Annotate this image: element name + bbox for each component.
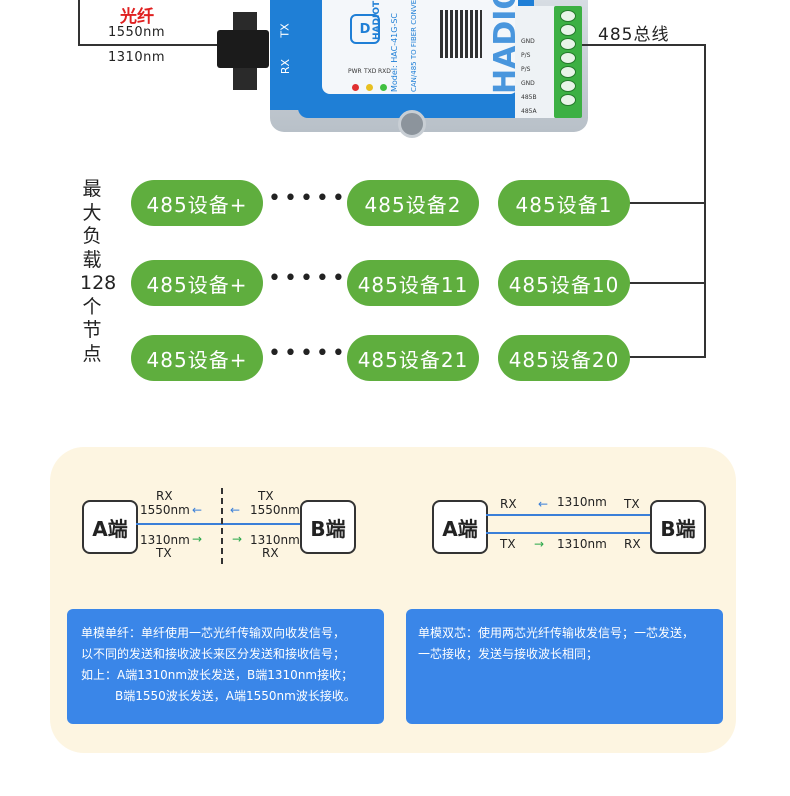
- rx-nm-a: 1550nm: [140, 503, 190, 517]
- brand-logo-icon: D: [350, 14, 380, 44]
- tx-label-a: TX: [156, 546, 172, 560]
- tx-label-b: TX: [258, 489, 274, 503]
- max-nodes-caption: 最大负载128个节点: [80, 178, 117, 365]
- arrow-left-icon: ←: [192, 503, 203, 517]
- wavelength-1310: 1310nm: [108, 50, 165, 65]
- bot-tx-label: TX: [500, 537, 516, 551]
- port-rx-label: RX: [279, 58, 293, 75]
- note-line: 如上：A端1310nm波长发送，B端1310nm接收；: [81, 668, 354, 682]
- rxd-led-icon: [380, 84, 387, 91]
- device-pill-mid: 485设备2: [347, 180, 479, 226]
- arrow-right-icon: →: [232, 532, 243, 546]
- rx-label-a: RX: [156, 489, 173, 503]
- single-mode-note: 单模单纤：单纤使用一芯光纤传输双向收发信号， 以不同的发送和接收波长来区分发送和…: [67, 609, 384, 724]
- term-label-gnd2: GND: [521, 80, 535, 87]
- device-pill-mid: 485设备21: [347, 335, 479, 381]
- fiber-link: [136, 523, 300, 525]
- bus-line-vertical: [704, 44, 706, 358]
- note-line: B端1550波长发送，A端1550nm波长接收。: [115, 689, 356, 703]
- device-pill-plus: 485设备+: [131, 180, 263, 226]
- arrow-right-icon: →: [192, 532, 203, 546]
- port-tx-label: TX: [278, 23, 292, 38]
- ellipsis-dots: ••••••: [268, 266, 364, 291]
- fiber-line: [78, 44, 218, 46]
- screw-icon: [560, 24, 576, 36]
- txd-led-icon: [366, 84, 373, 91]
- device-pill-plus: 485设备+: [131, 260, 263, 306]
- device-pill-right: 485设备10: [498, 260, 630, 306]
- screw-icon: [560, 52, 576, 64]
- led-label-pwr: PWR: [348, 68, 362, 75]
- wavelength-1550: 1550nm: [108, 25, 165, 40]
- top-tx-label: TX: [624, 497, 640, 511]
- tx-nm-b: 1550nm: [250, 503, 300, 517]
- qr-code-icon: [440, 10, 482, 58]
- rx-label-b: RX: [262, 546, 279, 560]
- note-line: 以不同的发送和接收波长来区分发送和接收信号；: [81, 647, 346, 661]
- term-label-ps2: P/S: [521, 66, 531, 73]
- ellipsis-dots: ••••••: [268, 341, 364, 366]
- fiber-link-top: [486, 514, 650, 516]
- brand-large: HADIOT: [488, 0, 518, 94]
- b-end-box: B端: [650, 500, 706, 554]
- b-end-box: B端: [300, 500, 356, 554]
- top-nm: 1310nm: [557, 495, 607, 509]
- device-pill-plus: 485设备+: [131, 335, 263, 381]
- note-line: 单模单纤：单纤使用一芯光纤传输双向收发信号，: [81, 626, 346, 640]
- bus-line-row3: [628, 356, 706, 358]
- term-label-ps1: P/S: [521, 52, 531, 59]
- fiber-label: 光纤: [120, 7, 154, 27]
- bot-nm: 1310nm: [557, 537, 607, 551]
- screw-icon: [560, 94, 576, 106]
- term-label-485a: 485A: [521, 108, 537, 115]
- bus-line-row2: [628, 282, 706, 284]
- top-rx-label: RX: [500, 497, 517, 511]
- fiber-line-left: [78, 0, 80, 45]
- bus-line-top: [582, 44, 706, 46]
- mount-screw-icon: [398, 110, 426, 138]
- term-label-gnd: GND: [521, 38, 535, 45]
- arrow-left-icon: ←: [538, 497, 549, 511]
- screw-icon: [560, 10, 576, 22]
- fiber-link-bottom: [486, 532, 650, 534]
- tx-nm-a: 1310nm: [140, 533, 190, 547]
- dual-mode-note: 单模双芯：使用两芯光纤传输收发信号；一芯发送， 一芯接收；发送与接收波长相同；: [406, 609, 723, 724]
- arrow-right-icon: →: [534, 537, 545, 551]
- divider-dashed: [221, 488, 223, 564]
- brand-small: HADIOT: [372, 0, 382, 40]
- ellipsis-dots: ••••••: [268, 186, 364, 211]
- a-end-box: A端: [82, 500, 138, 554]
- term-label-485b: 485B: [521, 94, 537, 101]
- led-label-rxd: RXD: [378, 68, 391, 75]
- model-text: Model: HAC-41G-SC: [390, 12, 399, 92]
- note-line: 一芯接收；发送与接收波长相同；: [418, 647, 599, 661]
- pwr-led-icon: [352, 84, 359, 91]
- bus-label: 485总线: [598, 25, 670, 45]
- rx-nm-b: 1310nm: [250, 533, 300, 547]
- bot-rx-label: RX: [624, 537, 641, 551]
- a-end-box: A端: [432, 500, 488, 554]
- terminal-label-strip: GND P/S P/S GND 485B 485A: [515, 6, 555, 118]
- arrow-left-icon: ←: [230, 503, 241, 517]
- screw-icon: [560, 66, 576, 78]
- screw-icon: [560, 38, 576, 50]
- led-label-txd: TXD: [364, 68, 377, 75]
- desc-text: CAN/485 TO FIBER CONVERTER: [410, 0, 418, 92]
- device-pill-right: 485设备20: [498, 335, 630, 381]
- sc-connector: [217, 30, 269, 68]
- bus-line-row1: [628, 202, 706, 204]
- device-pill-right: 485设备1: [498, 180, 630, 226]
- screw-icon: [560, 80, 576, 92]
- device-pill-mid: 485设备11: [347, 260, 479, 306]
- note-line: 单模双芯：使用两芯光纤传输收发信号；一芯发送，: [418, 626, 695, 640]
